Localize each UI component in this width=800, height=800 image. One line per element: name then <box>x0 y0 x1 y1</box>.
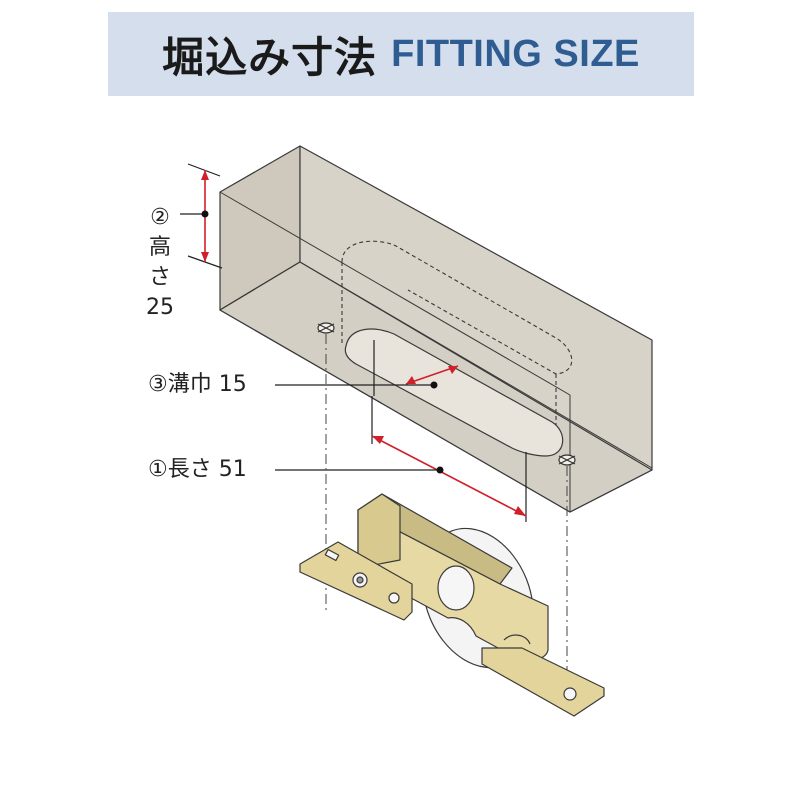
height-label-char1: 高 <box>148 235 171 260</box>
axle-hole <box>437 565 475 611</box>
roller-fitting <box>299 493 605 717</box>
width-dimension <box>275 340 459 396</box>
height-label: ② 高 さ 25 <box>146 203 174 323</box>
length-dimension <box>275 396 527 522</box>
right-flange <box>481 647 605 717</box>
width-label: ③溝巾 15 <box>148 372 247 397</box>
mortise-opening <box>344 328 564 457</box>
block-hidden-edges <box>219 191 653 512</box>
screw-holes <box>317 322 576 466</box>
length-label: ①長さ 51 <box>148 457 247 482</box>
flange-screw-right <box>563 687 577 701</box>
title-english: FITTING SIZE <box>391 32 640 75</box>
height-dimension <box>180 163 223 269</box>
height-label-char2: さ <box>148 265 171 290</box>
height-label-value: 25 <box>146 295 174 320</box>
flange-screw-center <box>388 592 400 604</box>
title-banner: 堀込み寸法 FITTING SIZE <box>108 12 694 96</box>
title-japanese: 堀込み寸法 <box>162 32 378 82</box>
height-label-number: ② <box>150 205 170 230</box>
block <box>219 145 653 513</box>
